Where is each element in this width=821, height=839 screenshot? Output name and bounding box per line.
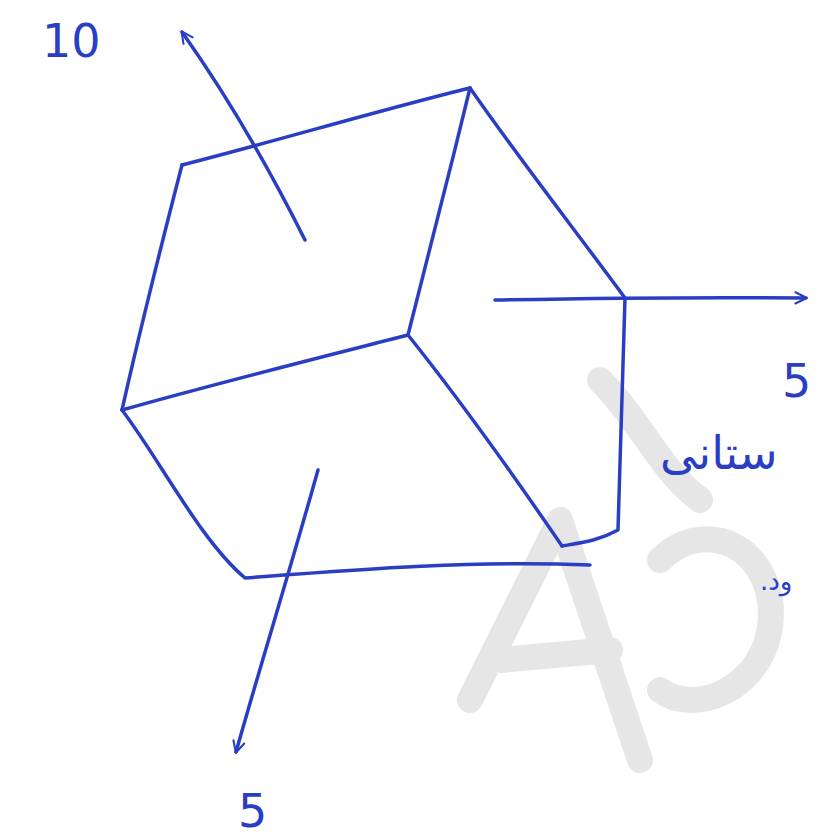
cube-edge (408, 88, 470, 335)
force-arrow (182, 32, 305, 240)
watermark-stroke (470, 520, 640, 760)
handwritten-note: ود. (760, 568, 792, 594)
cube-edge (562, 298, 625, 546)
force-value: 5 (782, 358, 811, 404)
cube-edge (408, 335, 562, 546)
handwritten-note: ستانی (660, 430, 778, 476)
watermark-stroke (660, 539, 771, 700)
watermark-stroke (500, 650, 610, 660)
force-arrow (495, 298, 806, 300)
cube-edge (122, 335, 408, 410)
force-value: 10 (42, 18, 101, 64)
cube-edge (122, 410, 590, 578)
force-arrows (182, 32, 806, 752)
cube-outline (122, 88, 625, 578)
cube-edge (470, 88, 625, 298)
cube-edge (122, 165, 182, 410)
force-value: 5 (238, 788, 267, 834)
force-arrow (236, 470, 318, 752)
